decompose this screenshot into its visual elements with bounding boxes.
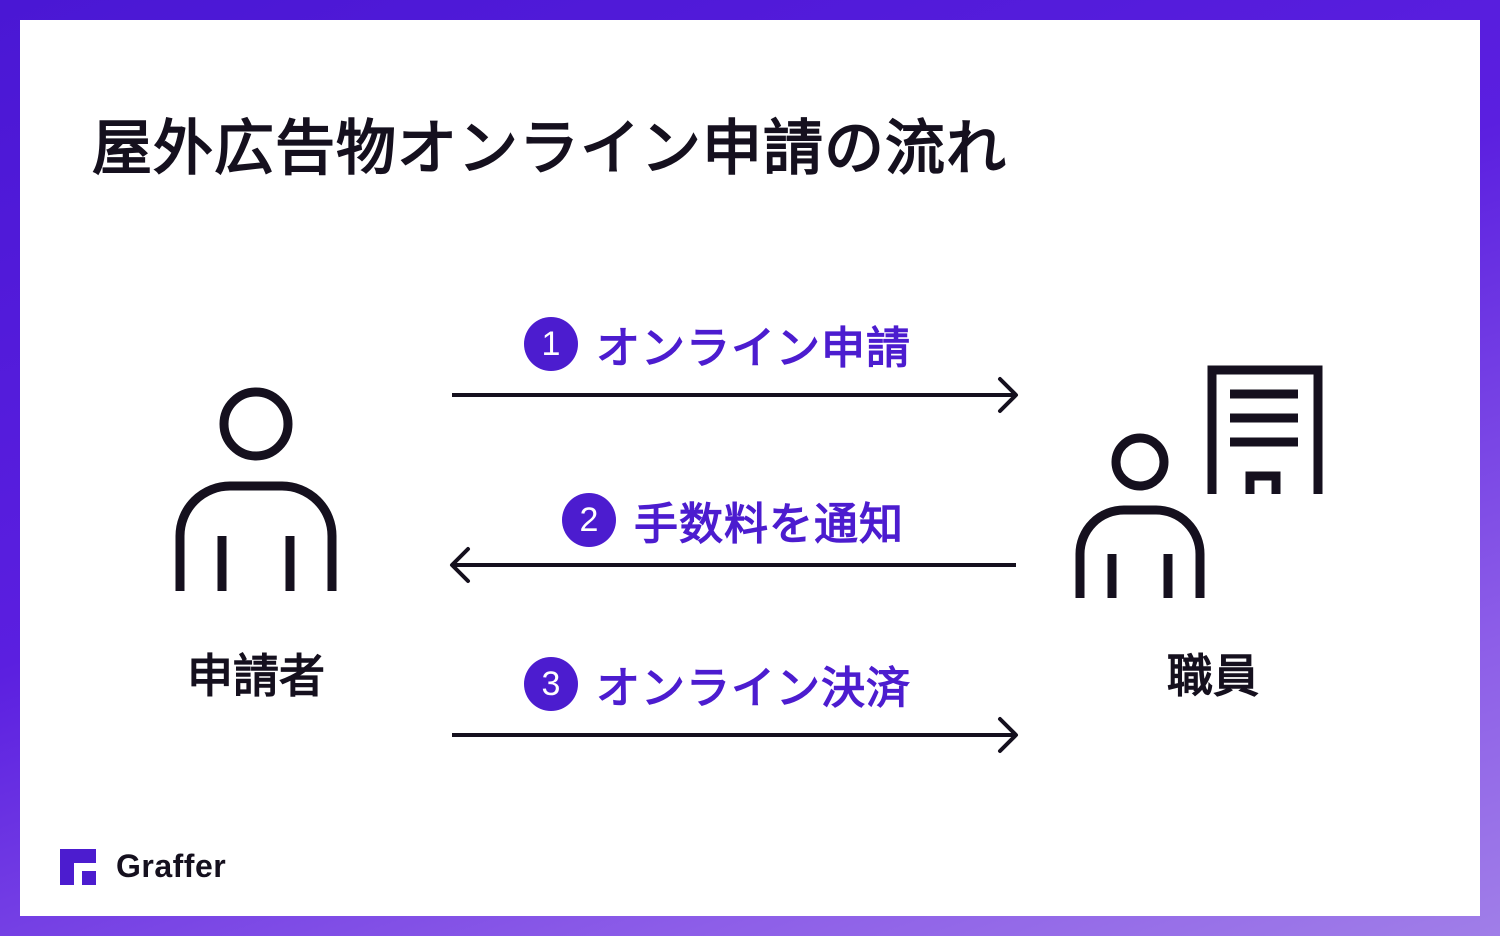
person-icon-applicant — [175, 387, 337, 591]
arrow-right-icon — [452, 377, 1018, 413]
actor-label-applicant: 申請者 — [187, 649, 325, 703]
graffer-logo-icon — [60, 848, 96, 885]
step-number-badge: 3 — [524, 657, 578, 711]
actor-label-staff: 職員 — [1167, 649, 1259, 703]
arrow-right-icon — [452, 717, 1018, 753]
brand-logo: Graffer — [60, 848, 226, 885]
page-title: 屋外広告物オンライン申請の流れ — [92, 114, 1007, 184]
step-number-badge: 2 — [562, 493, 616, 547]
step-number-badge: 1 — [524, 317, 578, 371]
document-icon — [1207, 365, 1323, 494]
arrow-left-icon — [450, 547, 1016, 583]
brand-name: Graffer — [116, 848, 227, 884]
diagram-card: 屋外広告物オンライン申請の流れ 申請者 職員 1 オンライン申請 — [20, 20, 1480, 916]
step-label: オンライン申請 — [596, 323, 911, 374]
step-3: 3 オンライン決済 — [524, 652, 911, 716]
staff-with-document-icon — [1075, 365, 1323, 598]
step-label: 手数料を通知 — [634, 499, 904, 550]
step-label: オンライン決済 — [596, 663, 911, 714]
step-2: 2 手数料を通知 — [562, 488, 904, 552]
person-icon-staff — [1075, 433, 1205, 598]
step-1: 1 オンライン申請 — [524, 312, 911, 376]
